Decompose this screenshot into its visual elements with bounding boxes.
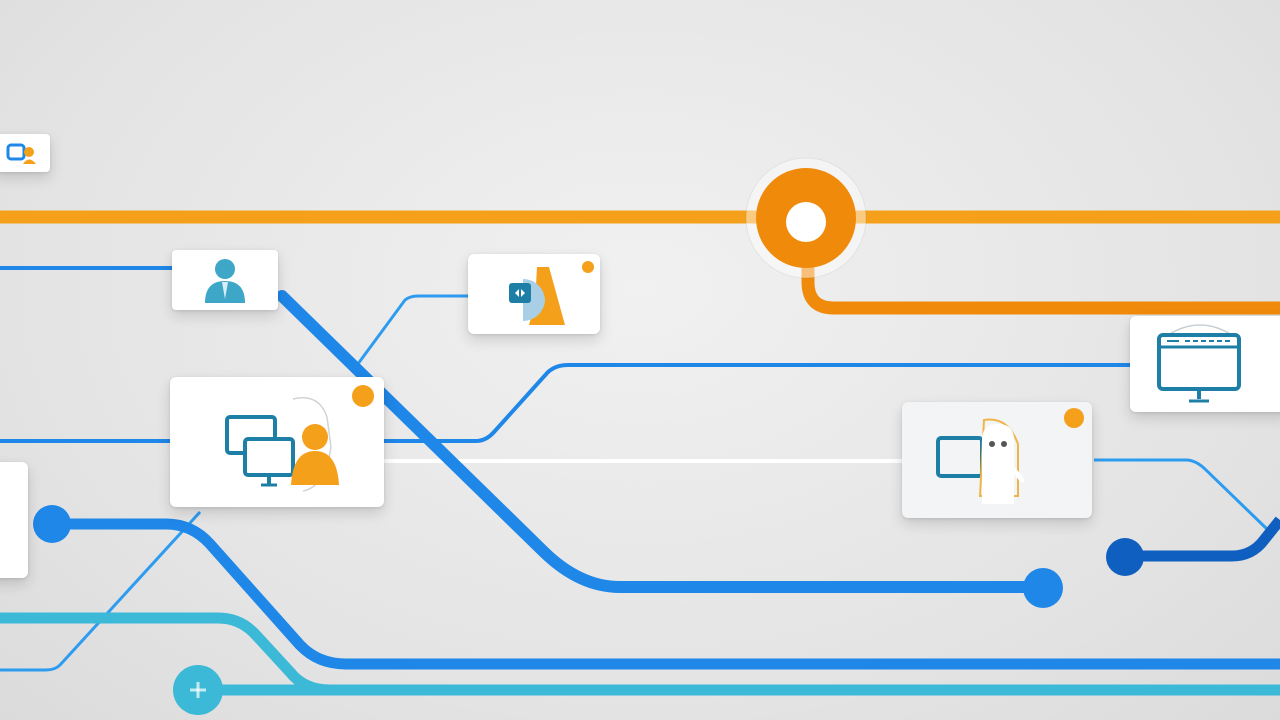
monitor-person-icon (936, 418, 1025, 504)
badge-dot (1064, 408, 1084, 428)
node-monitors[interactable] (170, 377, 384, 507)
blue-endpoint-left[interactable] (33, 505, 71, 543)
blue-endpoint-right[interactable] (1023, 568, 1063, 608)
document-shape-icon (509, 267, 565, 325)
blue-thin-line-doc (350, 294, 470, 373)
monitors-user-icon (225, 397, 339, 492)
node-left-edge[interactable] (0, 462, 28, 578)
node-document[interactable] (468, 254, 600, 334)
node-monitor-person[interactable] (902, 402, 1092, 518)
blue-thin-line-right (1094, 458, 1270, 532)
node-top-left[interactable] (0, 134, 50, 172)
monitor-icon (1157, 324, 1241, 403)
user-icon (205, 259, 245, 303)
dark-blue-right-line (1124, 516, 1280, 562)
dark-blue-endpoint[interactable] (1106, 538, 1144, 576)
chat-person-icon (6, 143, 36, 164)
hub-center (786, 202, 826, 242)
node-right-monitor[interactable] (1130, 316, 1280, 412)
blue-thin-line-mid (0, 363, 1132, 443)
blue-thick-diagonal (276, 290, 1048, 593)
badge-dot (582, 261, 594, 273)
plus-icon (190, 682, 206, 698)
node-user[interactable] (172, 250, 278, 310)
badge-dot (352, 385, 374, 407)
orange-branch-line (801, 262, 1280, 315)
blue-lower-line (52, 518, 1280, 670)
blue-thin-line-lower (0, 510, 202, 672)
